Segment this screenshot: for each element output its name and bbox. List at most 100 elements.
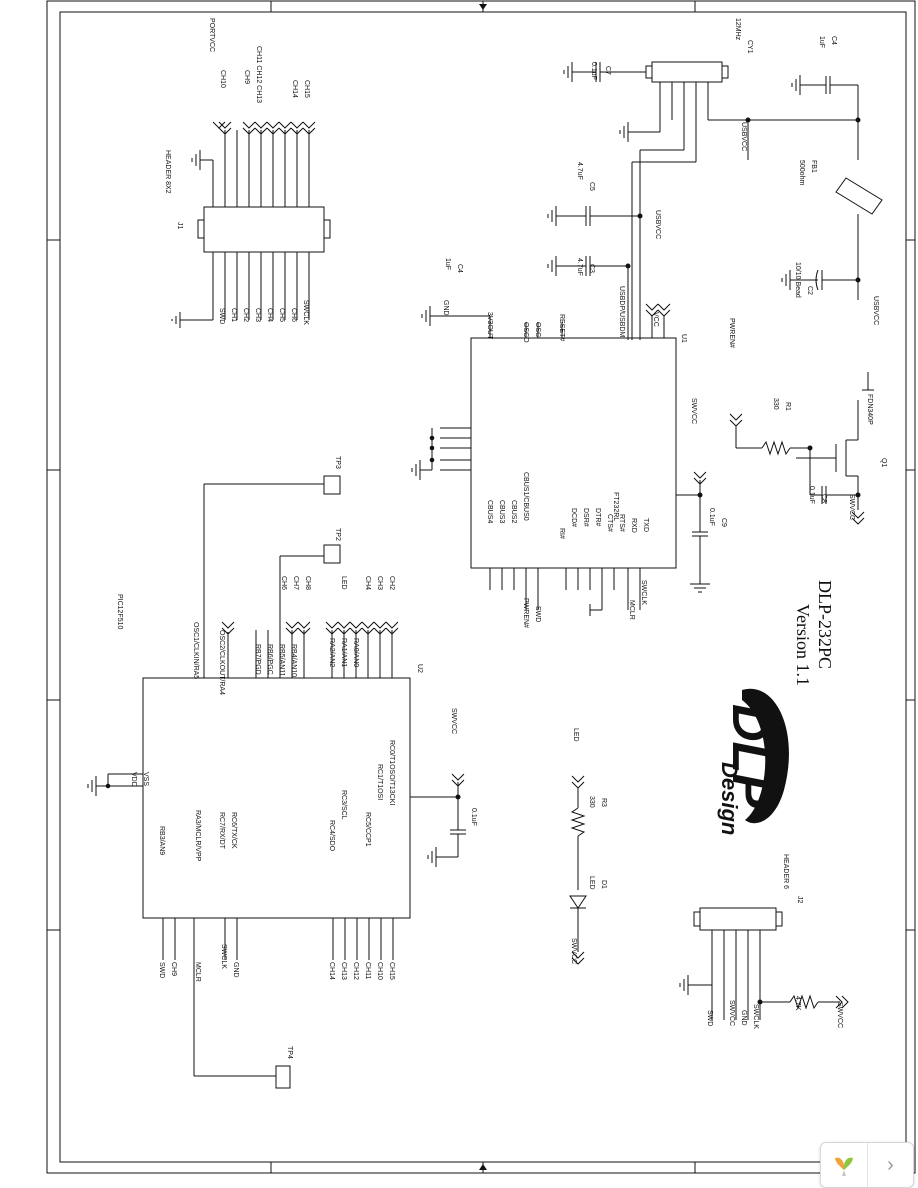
c5-value: 4.7uF bbox=[576, 162, 583, 180]
j2-ref: J2 bbox=[796, 896, 803, 904]
fb1-label: FB1 bbox=[810, 160, 817, 173]
usbvcc-mid-label: USBVCC bbox=[654, 210, 661, 240]
pic-part: PIC12F510 bbox=[116, 594, 123, 630]
pic-bot-mclr: MCLR bbox=[194, 962, 201, 982]
ft-osci: OSCI bbox=[534, 322, 541, 340]
usb-connector bbox=[651, 61, 723, 83]
swvcc-q1-label: SWVCC bbox=[848, 494, 855, 521]
ft-cbus3: CBUS3 bbox=[498, 500, 505, 524]
j1-ref-label: J1 bbox=[176, 222, 183, 230]
ft-dcd: DCD# bbox=[570, 508, 577, 528]
pic-rc1: RC1/T1OSI bbox=[376, 764, 383, 801]
pic-rc7: RC7/RX/DT bbox=[218, 812, 225, 849]
ft232-chip bbox=[470, 337, 677, 569]
fb1-value: 500ohm bbox=[798, 160, 805, 186]
swvcc-led-label: SWVCC bbox=[570, 938, 577, 965]
c4-value: 1uF bbox=[818, 36, 825, 49]
pic-rc4: RC4/SDO bbox=[328, 820, 335, 852]
r2-value: 4.7K bbox=[794, 996, 801, 1011]
led-right: LED bbox=[340, 576, 347, 590]
next-page-button[interactable]: › bbox=[887, 1153, 894, 1176]
ft-dsr: DSR# bbox=[582, 508, 589, 527]
c8-value: 0.1uF bbox=[808, 486, 815, 504]
j1-header-label: HEADER 8X2 bbox=[164, 150, 171, 194]
j2-gnd: GND bbox=[740, 1010, 747, 1026]
pic-bot-gnd: GND bbox=[232, 962, 239, 978]
c5-label: C5 bbox=[588, 182, 595, 191]
pic-bot-ch12: CH12 bbox=[352, 962, 359, 980]
pic-rc5: RC5/CCP1 bbox=[364, 812, 371, 847]
c3-value: 4.7uF bbox=[576, 258, 583, 276]
ch11-13-label: CH11 CH12 CH13 bbox=[255, 46, 262, 104]
c4b-value: 1uF bbox=[444, 258, 451, 271]
ft-rts: RTS# bbox=[618, 514, 625, 532]
pic-bot-ch15: CH15 bbox=[388, 962, 395, 980]
ft-cbus1: CBUS1/CBUS0 bbox=[522, 472, 529, 521]
inner-border bbox=[59, 11, 907, 1163]
swclk-ft-label: SWCLK bbox=[640, 580, 647, 605]
swvcc-pic-label: SWVCC bbox=[450, 708, 457, 735]
pic-vdd: VDD bbox=[130, 772, 137, 787]
ft-dtr: DTR# bbox=[594, 508, 601, 527]
c9-label: C9 bbox=[720, 518, 727, 527]
pic-rb3: RB3/AN9 bbox=[158, 826, 165, 856]
ch3-right: CH3 bbox=[376, 576, 383, 591]
c2-label: C2 bbox=[806, 286, 813, 295]
j1-pin-ch4: CH4 bbox=[266, 308, 273, 323]
c3-label: C3 bbox=[588, 264, 595, 273]
pic-rb7: RB7/PGD bbox=[254, 644, 261, 675]
r1-value: 330 bbox=[772, 398, 779, 410]
pic-ra1: RA1/AN1 bbox=[340, 638, 347, 668]
u2-ref: U2 bbox=[416, 664, 423, 673]
swd-ft-label: SWD bbox=[534, 606, 541, 623]
q1-label: Q1 bbox=[880, 458, 887, 468]
led-net-label: LED bbox=[572, 728, 579, 742]
ch7-right: CH7 bbox=[292, 576, 299, 591]
cy1-label: CY1 bbox=[746, 40, 753, 54]
c4b-label: C4 bbox=[456, 264, 463, 273]
c4-label: C4 bbox=[830, 36, 837, 45]
swvcc-j2-label: SWVCC bbox=[836, 1002, 843, 1029]
pic-ra0: RA0/AN0 bbox=[352, 638, 359, 668]
ft-usbdp: USBDP/USBDM bbox=[618, 286, 625, 338]
ch6-right: CH6 bbox=[280, 576, 287, 591]
r3-label: R3 bbox=[600, 798, 607, 807]
tp2-label: TP2 bbox=[334, 528, 341, 541]
version-title: Version 1.1 bbox=[793, 604, 813, 686]
tp3-label: TP3 bbox=[334, 456, 341, 469]
c8-label: C8 bbox=[820, 494, 827, 503]
ft-txd: TXD bbox=[642, 518, 649, 532]
ch9-label: CH9 bbox=[243, 70, 250, 85]
j1-pin-swclk: SWCLK bbox=[302, 300, 309, 325]
product-title: DLP-232PC bbox=[815, 580, 835, 670]
j2-swvcc: SWVCC bbox=[728, 1000, 735, 1027]
ft-cts: CTS# bbox=[606, 514, 613, 532]
u1-ref: U1 bbox=[680, 334, 687, 343]
ft-reset: RESET# bbox=[558, 314, 565, 342]
pic-ra2: RA2/AN2 bbox=[328, 638, 335, 668]
ft-3v3out: 3V3OUT bbox=[486, 312, 493, 340]
j1-pin-ch1: CH1 bbox=[230, 308, 237, 323]
ch14-label: CH14 bbox=[291, 80, 298, 98]
j2-header-body bbox=[699, 907, 777, 931]
ft-vccio: VCC bbox=[652, 312, 659, 327]
pic-bot-ch14: CH14 bbox=[328, 962, 335, 980]
c2-value: 10/10 Bead bbox=[794, 262, 801, 298]
ch8-right: CH8 bbox=[304, 576, 311, 591]
pwren-label: PWREN# bbox=[728, 318, 735, 348]
j2-swclk: SWCLK bbox=[752, 1004, 759, 1029]
c1-value: 0.1uF bbox=[470, 808, 477, 826]
pic-rb6: RB6/PGC bbox=[266, 644, 273, 675]
j1-pin-swd: SWD bbox=[218, 308, 225, 325]
pwren2-label: PWREN# bbox=[522, 598, 529, 628]
ch2-right: CH2 bbox=[388, 576, 395, 591]
port-vcc-label: PORTVCC bbox=[208, 18, 215, 53]
c7-value: 0.1uF bbox=[590, 62, 597, 80]
viewer-nav-widget: › bbox=[820, 1142, 914, 1188]
ft-rxd: RXD bbox=[630, 518, 637, 533]
swvcc-ft-label: SWVCC bbox=[690, 398, 697, 425]
pic-bot-ch13: CH13 bbox=[340, 962, 347, 980]
pic-rc6: RC6/TX/CK bbox=[230, 812, 237, 849]
j2-header-label: HEADER 6 bbox=[782, 854, 789, 890]
ch15-label: CH15 bbox=[303, 80, 310, 98]
